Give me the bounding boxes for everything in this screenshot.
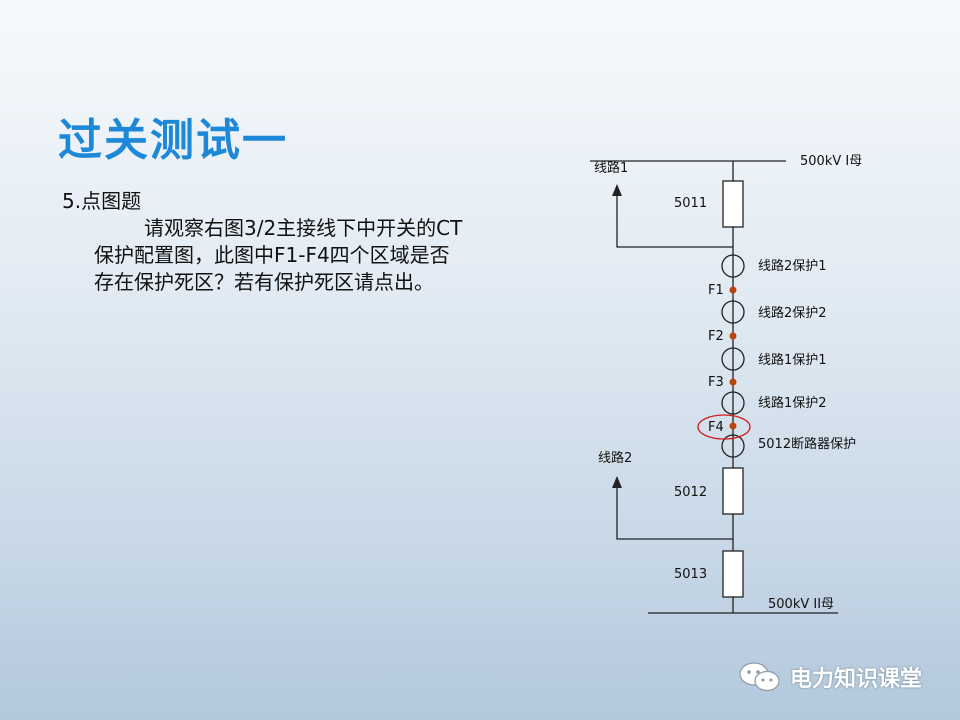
question-line-2: 保护配置图，此图中F1-F4四个区域是否 xyxy=(94,243,450,267)
question-line-1: 请观察右图3/2主接线下中开关的CT xyxy=(144,216,463,240)
ct-label: 线路2保护2 xyxy=(758,305,827,321)
breaker-5012 xyxy=(722,467,744,515)
line-1-arrow-icon xyxy=(612,184,622,196)
line-1-label: 线路1 xyxy=(594,160,628,176)
ct-circle xyxy=(721,391,745,415)
fault-label-f4: F4 xyxy=(708,420,724,435)
line-1-branch xyxy=(616,192,733,248)
fault-label-f2: F2 xyxy=(708,329,724,344)
fault-point-f2[interactable] xyxy=(729,332,737,340)
breaker-5012-label: 5012 xyxy=(674,485,707,500)
breaker-5013 xyxy=(722,550,744,598)
ct-circle xyxy=(721,254,745,278)
fault-point-f3[interactable] xyxy=(729,378,737,386)
bus-2-label: 500kV II母 xyxy=(768,597,834,612)
wechat-icon xyxy=(739,662,780,692)
question-number: 5.点图题 xyxy=(62,189,142,213)
ct-label: 线路2保护1 xyxy=(758,258,827,274)
bus-1-label: 500kV I母 xyxy=(800,154,862,169)
ct-circle xyxy=(721,300,745,324)
ct-label: 线路1保护1 xyxy=(758,352,827,368)
ct-label: 线路1保护2 xyxy=(758,395,827,411)
ct-label: 5012断路器保护 xyxy=(758,436,856,452)
fault-point-f4[interactable] xyxy=(729,422,737,430)
page-title: 过关测试一 xyxy=(58,115,288,166)
fault-label-f1: F1 xyxy=(708,283,724,298)
line-2-branch xyxy=(616,484,733,540)
line-2-arrow-icon xyxy=(612,476,622,488)
breaker-5011 xyxy=(722,180,744,228)
f4-highlight-ring xyxy=(697,414,751,440)
breaker-5011-label: 5011 xyxy=(674,196,707,211)
ct-circle xyxy=(721,434,745,458)
fault-point-f1[interactable] xyxy=(729,286,737,294)
fault-label-f3: F3 xyxy=(708,375,724,390)
ct-circle xyxy=(721,347,745,371)
breaker-5013-label: 5013 xyxy=(674,567,707,582)
question-line-3: 存在保护死区？若有保护死区请点出。 xyxy=(94,270,434,294)
question-block: 5.点图题 请观察右图3/2主接线下中开关的CT 保护配置图，此图中F1-F4四… xyxy=(62,188,532,296)
watermark: 电力知识课堂 xyxy=(738,660,922,694)
watermark-text: 电力知识课堂 xyxy=(790,667,923,692)
line-2-label: 线路2 xyxy=(598,450,632,466)
